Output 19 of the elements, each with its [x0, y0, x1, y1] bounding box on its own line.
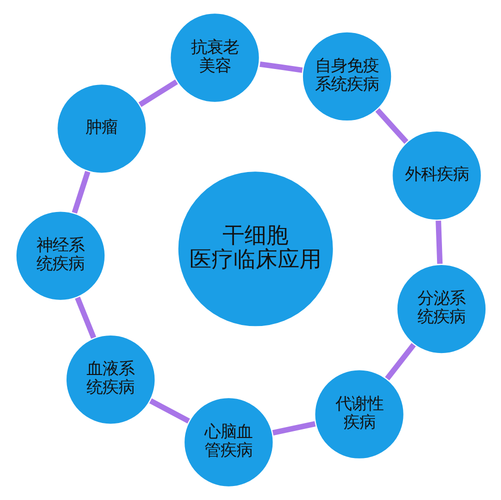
node-circle: 自身免疫系统疾病 [300, 30, 393, 123]
connector [435, 220, 442, 264]
connector [384, 342, 416, 380]
connector [71, 170, 90, 214]
node-circle: 肿瘤 [54, 82, 148, 175]
node-circle: 血液系统疾病 [64, 333, 156, 426]
connector [259, 61, 302, 73]
connector [74, 296, 96, 339]
connector [148, 398, 190, 424]
connector [272, 421, 316, 436]
connector [374, 108, 408, 144]
connector [138, 79, 178, 107]
node-circle: 代谢性疾病 [312, 368, 406, 461]
node-circle: 外科疾病 [390, 129, 483, 222]
node-circle: 分泌系统疾病 [394, 262, 488, 356]
node-circle: 心脑血管疾病 [182, 396, 274, 488]
node-circle: 神经系统疾病 [14, 210, 106, 302]
node-circle: 干细胞医疗临床应用 [176, 169, 335, 328]
node-circle: 抗衰老美容 [168, 12, 261, 104]
